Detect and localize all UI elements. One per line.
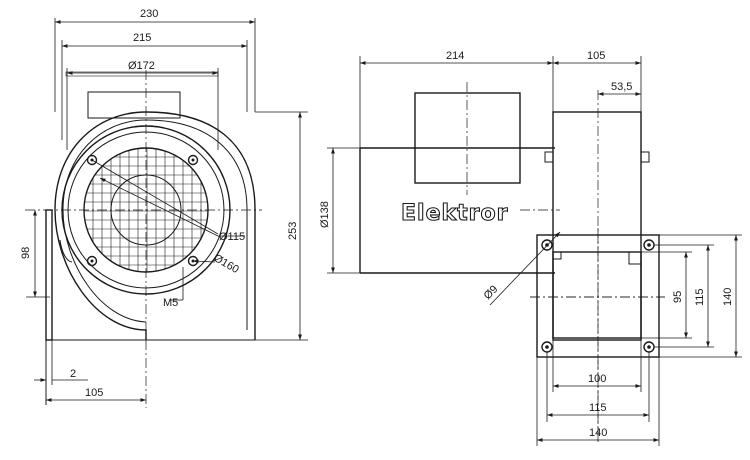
dim-flange-width-label: 140	[589, 427, 607, 439]
motor-top-outline	[87, 91, 181, 119]
dim-bolt-circle-label: Ø160	[212, 252, 241, 276]
volute-tongue	[59, 239, 73, 263]
dim-flange-height-label: 140	[722, 288, 734, 306]
dim-inlet-diameter-label: Ø172	[128, 60, 155, 72]
volute-inner	[62, 119, 248, 330]
dim-bolt-spacing-v-label: 115	[694, 288, 706, 306]
bolt-hole	[187, 154, 199, 166]
brand-logo: Elektror	[401, 201, 508, 226]
dim-housing-width-label: 215	[133, 32, 151, 44]
dim-bolt-spacing-h-label: 115	[589, 402, 607, 414]
dim-flange-thickness-label: 2	[70, 368, 76, 380]
dim-motor-length-label: 214	[446, 50, 464, 62]
bolt-hole	[86, 255, 98, 267]
dim-axis-height-label: 98	[20, 247, 32, 259]
mounting-flange	[45, 209, 53, 341]
volute-housing	[54, 111, 256, 340]
dim-motor-offset-label: 53,5	[611, 81, 632, 93]
dim-inlet-opening-label: Ø115	[219, 231, 245, 243]
side-bolt	[640, 151, 650, 163]
leader-bolt-circle-a	[91, 159, 219, 235]
dim-overall-width-label: 230	[140, 8, 158, 20]
side-bolt	[544, 151, 554, 163]
outlet-opening	[552, 251, 642, 339]
dim-thread-label: M5	[163, 297, 178, 309]
dim-motor-diameter-label: Ø138	[319, 201, 331, 228]
front-view: 230 215 Ø172 253 98 2 105 Ø115 Ø160	[20, 8, 308, 408]
dim-opening-width-label: 100	[588, 373, 606, 385]
dim-total-height-label: 253	[287, 222, 299, 240]
dim-hole-diameter-label: Ø9	[482, 283, 501, 302]
dim-housing-width-side-label: 105	[587, 50, 605, 62]
dim-opening-height-label: 95	[672, 291, 684, 303]
leader-bolt-circle	[192, 259, 216, 264]
leader-hole-diameter	[489, 231, 561, 306]
motor-body	[414, 92, 521, 184]
flange-hole	[541, 239, 553, 251]
side-view: Elektror 214 105 53,5 Ø138	[319, 50, 665, 442]
dim-axis-offset-label: 105	[85, 387, 103, 399]
bolt-hole	[86, 154, 98, 166]
outlet-flange: Ø9 95 115 140 100 115 140	[482, 228, 742, 446]
fan-housing-side	[552, 111, 642, 341]
leader-inlet-opening	[99, 177, 219, 237]
